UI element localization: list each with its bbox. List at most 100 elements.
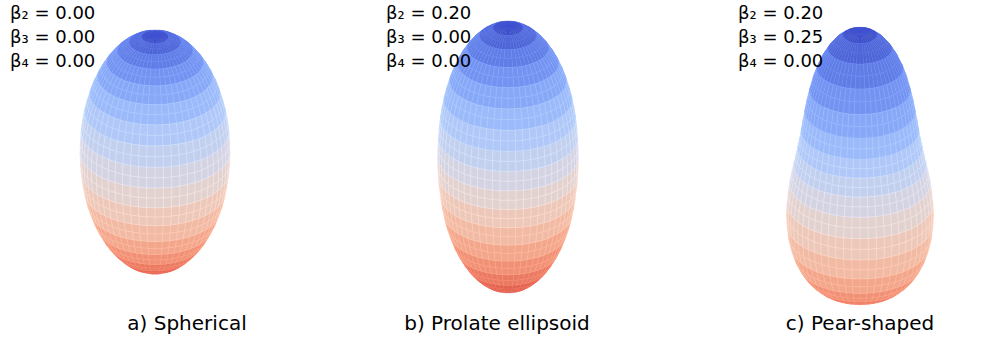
surface-facet — [163, 145, 171, 156]
surface-facet — [177, 132, 185, 144]
surface-facet — [134, 113, 142, 124]
surface-facet — [133, 123, 141, 134]
surface-facet — [485, 170, 493, 181]
surface-facet — [171, 144, 179, 156]
surface-facet — [131, 155, 139, 167]
surface-facet — [516, 180, 524, 190]
surface-facet — [487, 243, 494, 252]
surface-facet — [152, 49, 155, 55]
surface-facet — [516, 199, 524, 209]
surface-facet — [155, 217, 163, 226]
surface-facet — [162, 233, 170, 241]
surface-facet — [136, 94, 143, 104]
surface-facet — [523, 226, 531, 236]
surface-facet — [501, 261, 508, 268]
surface-facet — [151, 55, 155, 62]
surface-facet — [145, 69, 150, 77]
surface-facet — [155, 69, 160, 77]
surface-facet — [531, 158, 538, 169]
surface-facet — [497, 274, 503, 280]
surface-facet — [504, 26, 508, 30]
surface-facet — [155, 35, 160, 38]
surface-facet — [501, 245, 508, 253]
surface-facet — [523, 217, 531, 227]
surface-facet — [493, 236, 501, 245]
surface-facet — [141, 114, 149, 125]
surface-facet — [501, 236, 508, 245]
surface-facet — [155, 208, 163, 217]
surface-facet — [155, 178, 163, 189]
surface-facet — [148, 105, 155, 115]
surface-facet — [508, 289, 512, 292]
surface-facet — [516, 171, 524, 181]
surface-facet — [155, 264, 160, 268]
surface-facet — [489, 97, 496, 108]
surface-facet — [508, 161, 516, 171]
surface-facet — [503, 26, 508, 30]
surface-facet — [155, 35, 156, 39]
surface-facet — [513, 280, 519, 285]
surface-facet — [155, 167, 163, 178]
surface-facet — [149, 34, 155, 35]
surface-facet — [508, 26, 510, 30]
surface-facet — [513, 77, 519, 88]
surface-facet — [178, 143, 186, 155]
surface-facet — [155, 198, 163, 208]
surface-facet — [510, 30, 513, 35]
surface-facet — [163, 207, 171, 217]
surface-facet — [480, 117, 487, 129]
surface-facet — [508, 26, 511, 30]
surface-facet — [508, 67, 513, 77]
surface-facet — [169, 113, 177, 124]
surface-facet — [149, 86, 155, 95]
surface-facet — [155, 248, 162, 254]
surface-facet — [155, 35, 157, 39]
surface-facet — [492, 171, 500, 181]
surface-facet — [508, 191, 516, 201]
surface-facet — [485, 160, 493, 171]
surface-facet — [155, 125, 163, 136]
surface-facet — [494, 108, 501, 119]
surface-facet — [179, 195, 187, 206]
surface-facet — [508, 209, 516, 218]
surface-facet — [139, 145, 147, 156]
surface-facet — [515, 227, 523, 236]
surface-facet — [520, 97, 527, 108]
surface-facet — [155, 146, 163, 157]
surface-facet — [153, 43, 155, 48]
surface-facet — [530, 215, 538, 225]
surface-facet — [505, 30, 507, 36]
surface-facet — [493, 161, 501, 172]
surface-facet — [531, 187, 538, 198]
surface-facet — [155, 156, 163, 167]
surface-facet — [508, 245, 515, 253]
surface-facet — [150, 35, 155, 38]
surface-facet — [150, 268, 155, 271]
surface-facet — [162, 124, 170, 135]
surface-facet — [171, 206, 179, 216]
surface-facet — [170, 134, 178, 146]
surface-facet — [167, 94, 174, 104]
surface-facet — [163, 156, 171, 167]
surface-facet — [150, 77, 155, 86]
surface-facet — [150, 35, 155, 38]
surface-facet — [508, 285, 513, 289]
surface-facet — [139, 156, 147, 167]
surface-facet — [155, 135, 163, 146]
surface-facet — [508, 26, 512, 30]
surface-facet — [163, 225, 171, 234]
surface-facet — [131, 144, 139, 156]
surface-facet — [505, 26, 508, 30]
surface-facet — [151, 35, 155, 38]
surface-facet — [171, 165, 179, 177]
surface-facet — [479, 225, 487, 235]
surface-facet — [524, 179, 532, 190]
surface-facet — [169, 232, 177, 241]
surface-facet — [163, 187, 171, 198]
surface-facet — [478, 158, 485, 169]
surface-facet — [155, 35, 158, 38]
surface-facet — [521, 107, 528, 119]
surface-facet — [160, 259, 166, 264]
surface-facet — [132, 224, 140, 233]
surface-facet — [514, 268, 521, 275]
